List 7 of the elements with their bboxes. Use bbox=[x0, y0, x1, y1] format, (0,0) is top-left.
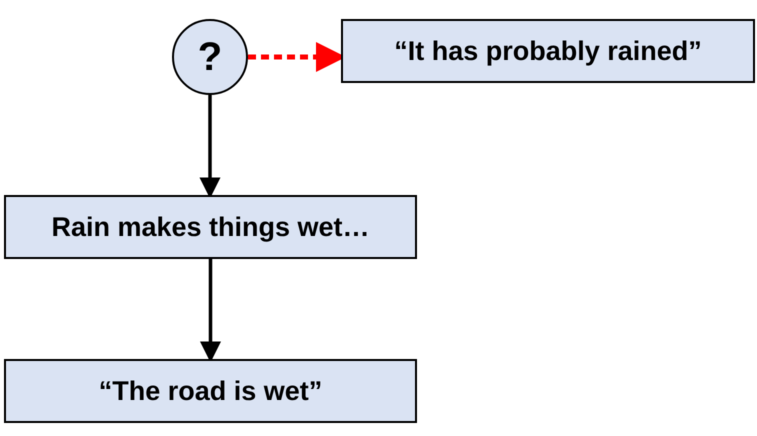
process-box bbox=[4, 195, 417, 259]
process-box bbox=[341, 19, 755, 83]
node-text: “It has probably rained” bbox=[394, 36, 702, 66]
node-text: “The road is wet” bbox=[98, 376, 322, 406]
node-text: ? bbox=[198, 34, 222, 80]
process-box bbox=[4, 359, 417, 423]
node-text: Rain makes things wet… bbox=[51, 212, 370, 242]
